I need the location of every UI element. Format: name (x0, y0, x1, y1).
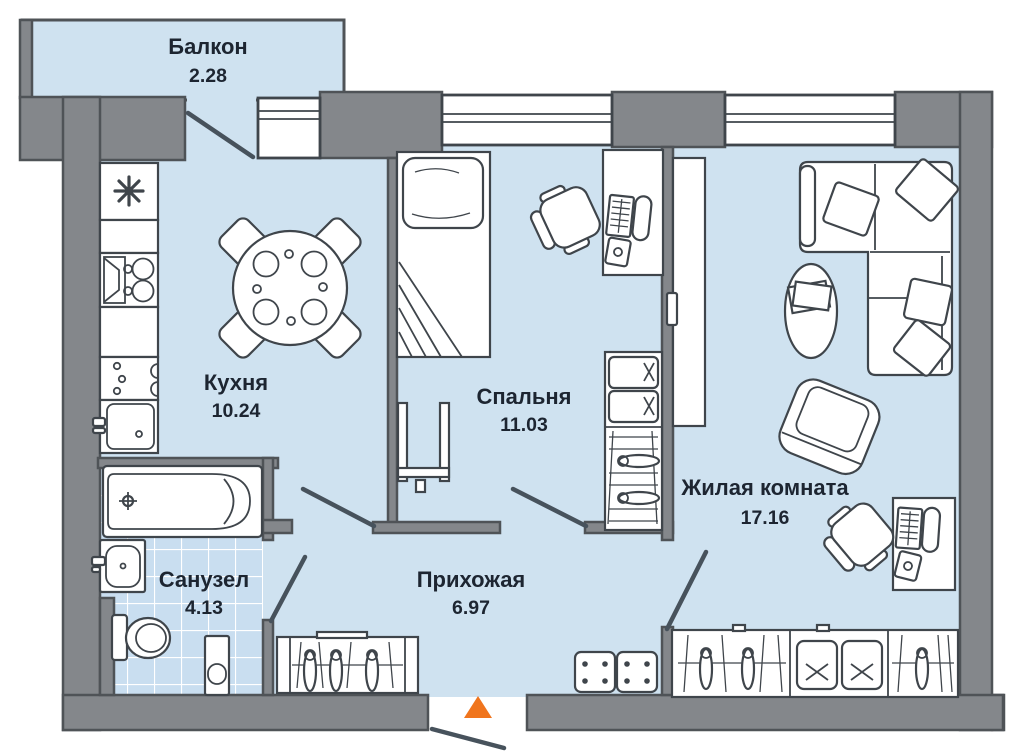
wall-bottom-left (61, 693, 430, 732)
bathroom-sink (90, 538, 147, 594)
bathroom-door-swing (268, 554, 308, 624)
wall-bottom-right (525, 693, 1005, 732)
sofa-pillow (902, 277, 954, 327)
hallway-label: Прихожая (417, 567, 526, 592)
entrance-door-swing (429, 726, 507, 751)
sofa-pillow (822, 181, 880, 237)
bedroom-wardrobe (603, 350, 664, 532)
bathroom-label: Санузел (159, 567, 249, 592)
living-wardrobe (670, 623, 960, 699)
entrance-arrow-icon (464, 696, 492, 718)
tv-console (671, 156, 707, 428)
toilet (110, 613, 172, 662)
living-mousepad (893, 549, 923, 583)
dining-table (231, 229, 349, 347)
armchair (778, 378, 881, 476)
balcony-left-wall (18, 18, 34, 100)
magazine (791, 280, 833, 312)
wall-bathroom-right-lower (261, 618, 275, 697)
bedroom-area: 11.03 (500, 414, 548, 436)
wall-kitchen-hallway (371, 520, 502, 535)
living-laptop (894, 504, 942, 554)
shoe-pouf (615, 650, 659, 694)
bedroom-door-swing (510, 486, 589, 529)
balcony-door-swing (185, 110, 256, 160)
kitchen-door-swing (300, 486, 377, 529)
coffee-table (783, 262, 839, 360)
kitchen-balcony-window (256, 96, 322, 160)
bedroom-window (440, 93, 614, 147)
balcony-door-opening (187, 95, 256, 104)
bathroom-area: 4.13 (185, 597, 223, 619)
bathroom (90, 464, 264, 697)
balcony (18, 18, 346, 102)
kitchen-drainer (98, 355, 160, 402)
washing-machine (203, 634, 231, 697)
shoe-pouf (573, 650, 617, 694)
kitchen-counter-2 (98, 305, 160, 359)
living-door-swing (664, 549, 709, 632)
kitchen-area: 10.24 (212, 400, 261, 422)
fridge-asterisk-icon (113, 175, 145, 207)
bedroom (395, 148, 665, 532)
wall-balcony-corner (318, 90, 444, 160)
living-area: 17.16 (741, 507, 790, 529)
living-room (665, 156, 960, 699)
kitchen-label: Кухня (204, 370, 268, 395)
stove (98, 251, 160, 309)
bedroom-laptop (604, 191, 654, 243)
wall-left (61, 95, 102, 732)
bedroom-label: Спальня (476, 384, 571, 409)
sofa-pillow (892, 319, 952, 377)
windows (256, 93, 897, 160)
balcony-area: 2.28 (189, 65, 227, 87)
room-labels: Балкон 2.28 Кухня 10.24 Спальня 11.03 Жи… (159, 34, 850, 619)
hallway (275, 630, 659, 718)
living-window (723, 93, 897, 147)
living-label: Жилая комната (680, 475, 849, 500)
wall-top-middle (610, 90, 727, 149)
bathtub (101, 464, 264, 539)
bedroom-mousepad (603, 236, 633, 268)
wall-right (958, 90, 994, 732)
wall-kitchen-door-jamb (261, 518, 294, 535)
hallway-wardrobe (275, 630, 420, 695)
dining-table-set (218, 217, 362, 359)
hallway-area: 6.97 (452, 597, 490, 619)
kitchen (91, 161, 362, 455)
walls (18, 90, 1006, 732)
doors (185, 110, 709, 751)
sofa-pillow (895, 158, 959, 222)
drying-rack (396, 401, 451, 494)
kitchen-counter-1 (98, 218, 160, 255)
wall-kitchen-top (18, 95, 187, 162)
balcony-label: Балкон (168, 34, 247, 59)
wall-kitchen-bedroom (386, 156, 399, 532)
corner-sofa (798, 158, 959, 377)
tv (665, 291, 679, 327)
kitchen-sink (91, 398, 160, 455)
bed (395, 150, 492, 359)
